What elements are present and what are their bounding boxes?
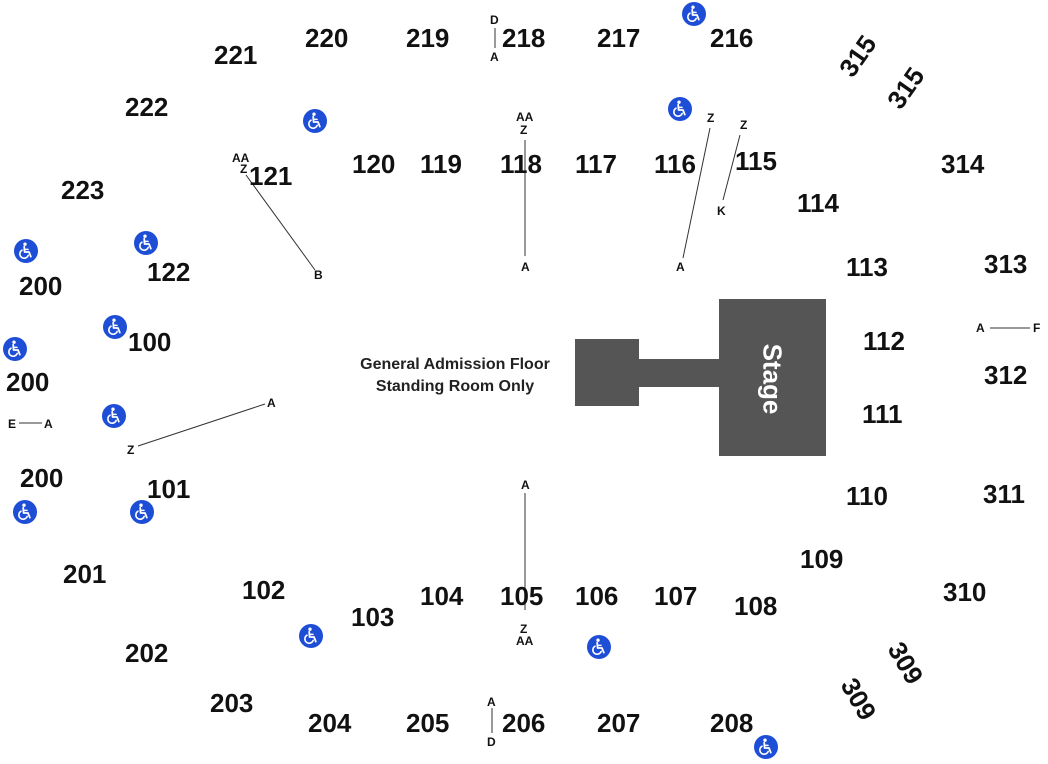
wheelchair-icon[interactable] — [668, 97, 692, 121]
wheelchair-icon[interactable] — [303, 109, 327, 133]
section-107[interactable]: 107 — [654, 581, 698, 611]
row-118-aa: AA — [516, 110, 534, 124]
section-121[interactable]: 121 — [249, 161, 293, 191]
stage-runway — [636, 359, 722, 387]
section-112[interactable]: 112 — [863, 326, 905, 356]
wheelchair-icon[interactable] — [299, 624, 323, 648]
section-201[interactable]: 201 — [63, 559, 107, 589]
section-312[interactable]: 312 — [984, 360, 1028, 390]
row-206-a: A — [487, 695, 496, 709]
stage — [719, 299, 826, 456]
section-313[interactable]: 313 — [984, 249, 1028, 279]
section-102[interactable]: 102 — [242, 575, 286, 605]
ga-floor-label: General Admission Floor Standing Room On… — [325, 354, 585, 397]
section-200-middle[interactable]: 200 — [6, 367, 50, 397]
section-116[interactable]: 116 — [654, 149, 696, 179]
section-113[interactable]: 113 — [846, 252, 888, 282]
row-312-f: F — [1033, 321, 1041, 335]
section-207[interactable]: 207 — [597, 708, 641, 738]
section-220[interactable]: 220 — [305, 23, 349, 53]
section-216[interactable]: 216 — [710, 23, 754, 53]
section-122[interactable]: 122 — [147, 257, 191, 287]
section-204[interactable]: 204 — [308, 708, 352, 738]
section-219[interactable]: 219 — [406, 23, 450, 53]
wheelchair-icon[interactable] — [103, 315, 127, 339]
section-101[interactable]: 101 — [147, 474, 191, 504]
section-203[interactable]: 203 — [210, 688, 254, 718]
stage-thrust — [575, 339, 639, 406]
row-116-z: Z — [707, 111, 715, 125]
row-200-a: A — [44, 417, 53, 431]
section-108[interactable]: 108 — [734, 591, 778, 621]
section-222[interactable]: 222 — [125, 92, 169, 122]
wheelchair-icon[interactable] — [682, 2, 706, 26]
section-115[interactable]: 115 — [735, 146, 777, 176]
wheelchair-icon[interactable] — [587, 635, 611, 659]
section-202[interactable]: 202 — [125, 638, 169, 668]
row-line-115 — [722, 134, 741, 201]
section-106[interactable]: 106 — [575, 581, 619, 611]
stage-label: Stage — [757, 343, 788, 415]
section-311[interactable]: 311 — [983, 479, 1025, 509]
wheelchair-icon[interactable] — [134, 231, 158, 255]
section-105[interactable]: 105 — [500, 581, 544, 611]
section-103[interactable]: 103 — [351, 602, 395, 632]
wheelchair-icon[interactable] — [102, 404, 126, 428]
row-105-z: Z — [520, 622, 528, 636]
row-101-a: A — [267, 396, 276, 410]
row-121-z: Z — [240, 162, 248, 176]
row-line-101 — [137, 403, 266, 447]
section-223[interactable]: 223 — [61, 175, 105, 205]
section-200-lower[interactable]: 200 — [20, 463, 64, 493]
row-218-a: A — [490, 50, 499, 64]
section-205[interactable]: 205 — [406, 708, 450, 738]
row-115-k: K — [717, 204, 726, 218]
section-100[interactable]: 100 — [128, 327, 172, 357]
row-line-121 — [245, 174, 316, 271]
row-line-116 — [682, 127, 711, 259]
wheelchair-icon[interactable] — [14, 239, 38, 263]
ga-floor-line2: Standing Room Only — [375, 377, 535, 395]
row-105-aa: AA — [516, 634, 534, 648]
row-200-e: E — [8, 417, 17, 431]
section-119[interactable]: 119 — [420, 149, 462, 179]
row-206-d: D — [487, 735, 496, 749]
section-218[interactable]: 218 — [502, 23, 546, 53]
section-109[interactable]: 109 — [800, 544, 844, 574]
wheelchair-icon[interactable] — [3, 337, 27, 361]
section-310[interactable]: 310 — [943, 577, 987, 607]
row-115-z: Z — [740, 118, 748, 132]
section-104[interactable]: 104 — [420, 581, 464, 611]
row-121-b: B — [314, 268, 323, 282]
wheelchair-icon[interactable] — [754, 735, 778, 759]
section-118[interactable]: 118 — [500, 149, 542, 179]
section-200-upper[interactable]: 200 — [19, 271, 63, 301]
section-110[interactable]: 110 — [846, 481, 888, 511]
row-105-a: A — [521, 478, 530, 492]
section-206[interactable]: 206 — [502, 708, 546, 738]
section-314[interactable]: 314 — [941, 149, 985, 179]
row-116-a: A — [676, 260, 685, 274]
row-118-z: Z — [520, 123, 528, 137]
section-114[interactable]: 114 — [797, 188, 839, 218]
row-118-a: A — [521, 260, 530, 274]
section-111[interactable]: 111 — [862, 399, 903, 429]
row-101-z: Z — [127, 443, 135, 457]
wheelchair-icon[interactable] — [130, 500, 154, 524]
section-208[interactable]: 208 — [710, 708, 754, 738]
row-121-aa: AA — [232, 151, 250, 165]
wheelchair-icon[interactable] — [13, 500, 37, 524]
row-218-d: D — [490, 13, 499, 27]
section-217[interactable]: 217 — [597, 23, 641, 53]
section-221[interactable]: 221 — [214, 40, 258, 70]
row-312-a: A — [976, 321, 985, 335]
section-117[interactable]: 117 — [575, 149, 617, 179]
ga-floor-line1: General Admission Floor — [360, 356, 550, 373]
section-120[interactable]: 120 — [352, 149, 396, 179]
